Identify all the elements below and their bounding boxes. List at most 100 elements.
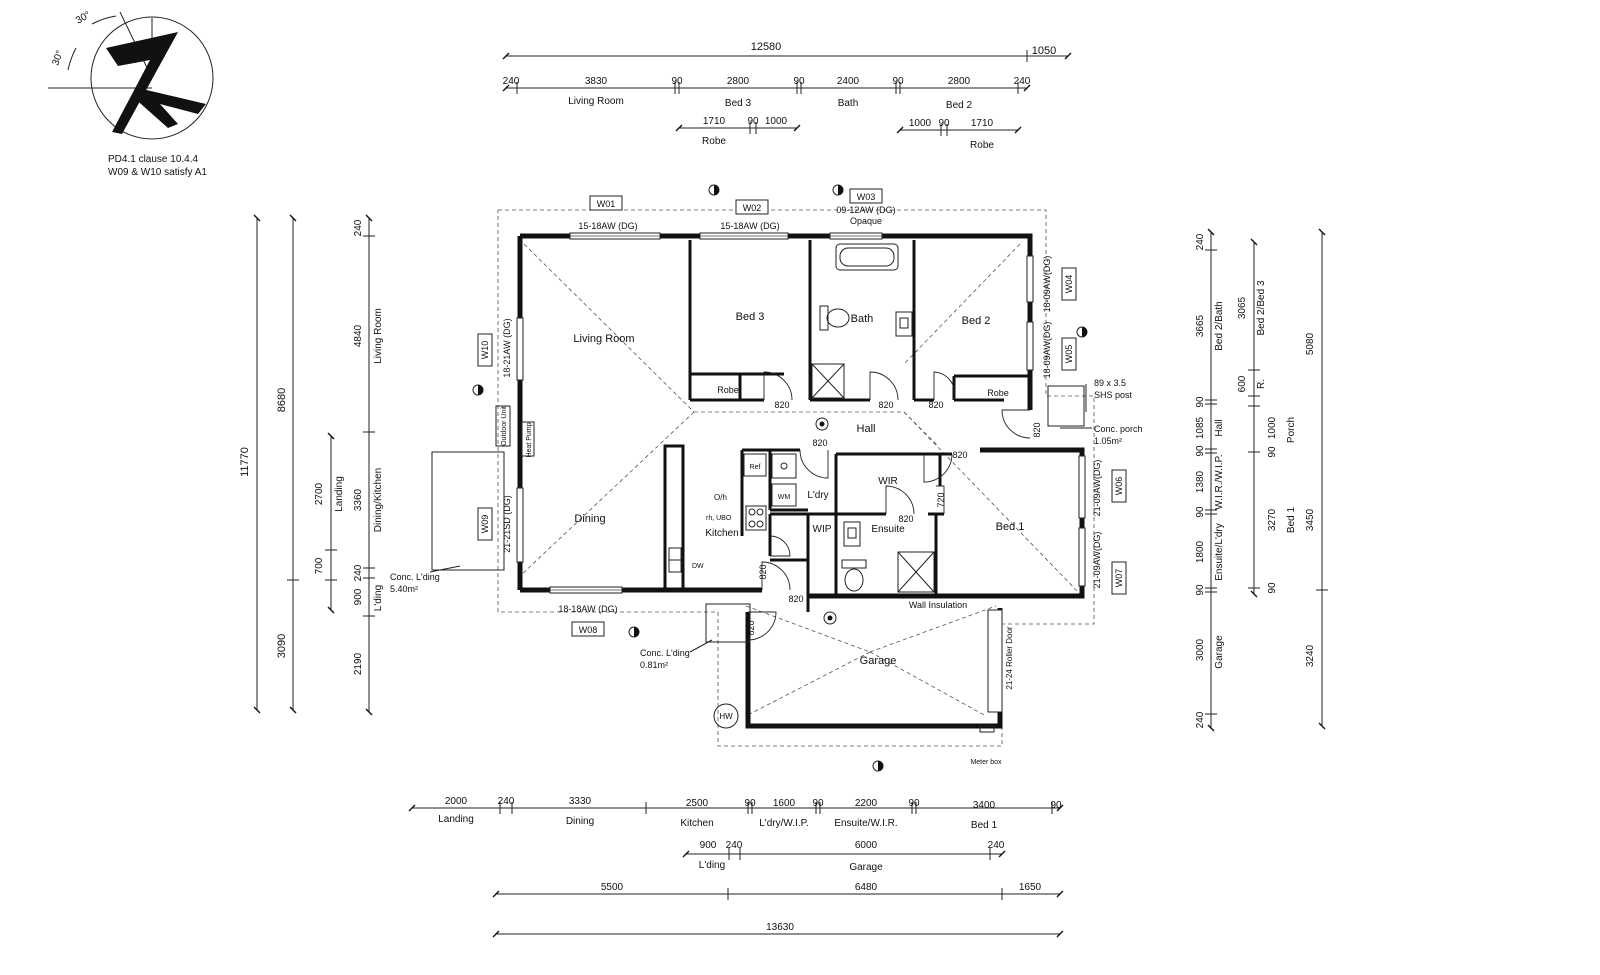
- room-ensuite: Ensuite: [871, 524, 905, 535]
- dimension-label: W.I.R./W.I.P.: [1214, 454, 1225, 509]
- dimension-label: 1600: [773, 798, 796, 809]
- dimension-label: 18-18AW (DG): [558, 604, 617, 614]
- room-garage: Garage: [860, 655, 897, 667]
- dimension-label: Bed 2/Bed 3: [1256, 280, 1267, 335]
- dimension-label: Garage: [1214, 635, 1225, 669]
- vanity-icon: [843, 521, 861, 547]
- dimension-label: 3090: [276, 634, 288, 658]
- dimension-label: 5080: [1305, 332, 1316, 355]
- dimension-label: 1710: [971, 118, 994, 129]
- left-dimensions: 11770 8680 3090 2700 700 Landing 240 484…: [239, 214, 384, 716]
- bottom-dimensions: 2000 240 3330 2500 90 1600 90 2200 90 34…: [408, 796, 1064, 938]
- dimension-label: 240: [1195, 711, 1206, 728]
- dimension-label: 240: [1195, 233, 1206, 250]
- dimension-label: 820: [774, 400, 789, 410]
- dimension-label: 240: [353, 564, 364, 581]
- dimension-label: 820: [788, 594, 803, 604]
- dimension-label: Robe: [970, 140, 994, 151]
- dimension-label: Conc. L'ding: [390, 572, 440, 582]
- dimension-label: 90: [671, 76, 683, 87]
- dimension-label: 90: [747, 116, 759, 127]
- dimension-label: Conc. porch: [1094, 424, 1143, 434]
- dimension-label: 600: [1237, 375, 1248, 392]
- room-wir: WIR: [878, 476, 897, 487]
- room-wip: WIP: [813, 524, 832, 535]
- window-tag-w07: W07: [1114, 569, 1124, 588]
- dimension-label: 12580: [751, 41, 782, 53]
- dimension-label: 90: [793, 76, 805, 87]
- dimension-label: 90: [1267, 446, 1278, 458]
- dimension-label: Bed 1: [971, 820, 998, 831]
- dimension-label: R.: [1256, 379, 1267, 389]
- dimension-label: 3065: [1237, 296, 1248, 319]
- dimension-label: 1000: [1267, 416, 1278, 439]
- room-bath: Bath: [851, 313, 874, 325]
- dimension-label: Wall Insulation: [909, 600, 967, 610]
- dimension-label: Living Room: [568, 96, 624, 107]
- dimension-label: 3360: [353, 488, 364, 511]
- dimension-label: Landing: [438, 814, 474, 825]
- compass-angle-left: 30°: [50, 49, 66, 67]
- cooktop-icon: [745, 505, 767, 531]
- vanity-icon: [895, 311, 913, 337]
- dimension-label: 90: [938, 118, 950, 129]
- dimension-label: 15-18AW (DG): [720, 221, 779, 231]
- dimension-label: SHS post: [1094, 390, 1133, 400]
- dimension-label: 1.05m²: [1094, 436, 1122, 446]
- dimension-label: 2400: [837, 76, 860, 87]
- dimension-label: 1000: [909, 118, 932, 129]
- dimension-label: Kitchen: [680, 818, 713, 829]
- dimension-label: 90: [1050, 800, 1062, 811]
- window-tag-w02: W02: [743, 203, 762, 213]
- dimension-label: 240: [1014, 76, 1031, 87]
- dimension-label: 4840: [353, 324, 364, 347]
- dimension-label: 18-09AW(DG): [1042, 256, 1052, 313]
- room-hall: Hall: [857, 423, 876, 435]
- dimension-label: 3270: [1267, 508, 1278, 531]
- toilet-icon: [841, 559, 867, 592]
- dimension-label: Opaque: [850, 216, 882, 226]
- washing-machine-label: WM: [778, 494, 791, 501]
- window-tag-w10: W10: [480, 341, 490, 360]
- dimension-label: 89 x 3.5: [1094, 378, 1126, 388]
- dimension-label: 3400: [973, 800, 996, 811]
- dimension-label: Robe: [702, 136, 726, 147]
- room-kitchen: Kitchen: [705, 528, 738, 539]
- room-bed2: Bed 2: [962, 315, 991, 327]
- dimension-label: 240: [503, 76, 520, 87]
- dimension-label: 900: [353, 588, 364, 605]
- shower-icon: [897, 551, 935, 593]
- dimension-label: 21-09AW(DG): [1092, 532, 1102, 589]
- annotations: 89 x 3.5 SHS post Conc. porch 1.05m² Con…: [390, 378, 1143, 670]
- dimension-label: 90: [1195, 445, 1206, 457]
- dimension-label: 3000: [1195, 638, 1206, 661]
- dimension-label: 240: [353, 219, 364, 236]
- dimension-label: Porch: [1286, 417, 1297, 443]
- dimension-label: 3450: [1305, 508, 1316, 531]
- dimension-label: 90: [1267, 582, 1278, 594]
- dimension-label: 21-09AW(DG): [1092, 460, 1102, 517]
- dimension-label: 15-18AW (DG): [578, 221, 637, 231]
- dimension-label: Hall: [1214, 419, 1225, 436]
- dimension-label: DW: [692, 563, 704, 570]
- dimension-label: L'ding: [373, 585, 384, 611]
- dimension-label: Dining: [566, 816, 594, 827]
- room-robe-left: Robe: [717, 385, 739, 395]
- dimension-label: 09-12AW (DG): [836, 205, 895, 215]
- dimension-label: L'dry/W.I.P.: [759, 818, 809, 829]
- dimension-label: Bed 2/Bath: [1214, 301, 1225, 350]
- dimension-label: 1710: [703, 116, 726, 127]
- fridge-label: Ref: [750, 464, 761, 471]
- dimension-label: 1085: [1195, 416, 1206, 439]
- dimension-label: HW: [719, 712, 733, 721]
- dimension-label: 90: [1195, 506, 1206, 518]
- room-bed3: Bed 3: [736, 311, 765, 323]
- dimension-label: O/h: [714, 493, 727, 502]
- window-openings: [516, 232, 1086, 713]
- dimension-label: Heat Pump: [526, 422, 533, 457]
- toilet-icon: [819, 305, 850, 331]
- dimension-label: 820: [746, 620, 756, 635]
- north-compass: 30° 30°: [48, 10, 214, 140]
- dimension-label: 90: [908, 798, 920, 809]
- dimension-label: Meter box: [970, 759, 1002, 766]
